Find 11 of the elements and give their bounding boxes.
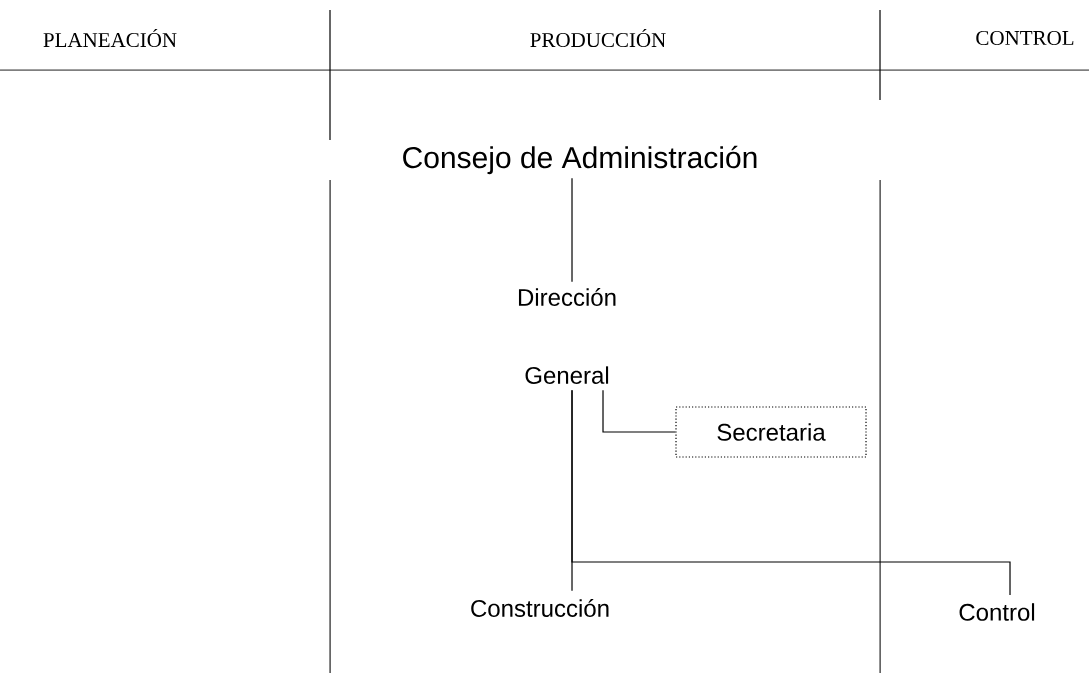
column-heading: CONTROL <box>976 30 1074 46</box>
org-unit: Construcción <box>471 599 609 617</box>
connector-line <box>571 389 1011 596</box>
connector-line <box>602 389 676 433</box>
org-unit-box: Secretaria <box>675 406 867 458</box>
column-heading: PLANEACIÓN <box>43 28 177 48</box>
org-unit: Control <box>959 603 1035 621</box>
org-unit: Dirección General <box>518 288 616 384</box>
connector-line <box>571 177 573 283</box>
org-title: Consejo de Administración <box>403 145 757 175</box>
column-heading: PRODUCCIÓN <box>530 28 666 48</box>
